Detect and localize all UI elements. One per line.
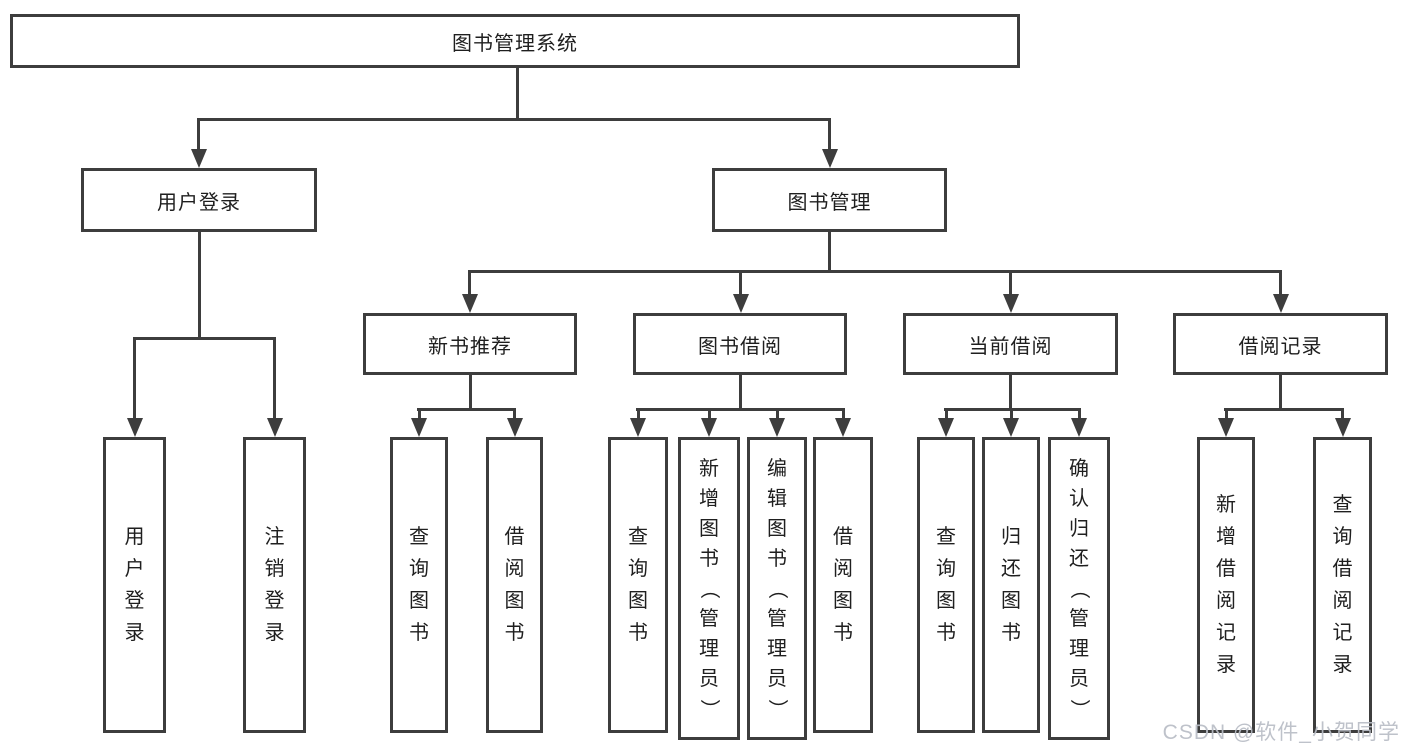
node-book-borrowing: 图书借阅 <box>633 313 847 375</box>
arrowhead-down-icon <box>822 149 838 168</box>
csdn-watermark: CSDN @软件_小贺同学 <box>1162 721 1400 744</box>
arrowhead-down-icon <box>507 418 523 437</box>
connector-line <box>1225 408 1228 423</box>
arrowhead-down-icon <box>191 149 207 168</box>
connector-line <box>739 270 742 298</box>
arrowhead-down-icon <box>701 418 717 437</box>
arrowhead-down-icon <box>769 418 785 437</box>
leaf-confirm-return-admin: 确认归还（管理员） <box>1048 437 1110 740</box>
connector-line <box>513 408 516 423</box>
connector-line <box>468 270 471 298</box>
leaf-user-login: 用户登录 <box>103 437 166 733</box>
arrowhead-down-icon <box>267 418 283 437</box>
arrowhead-down-icon <box>411 418 427 437</box>
leaf-query-books-current: 查询图书 <box>917 437 975 733</box>
connector-line <box>1009 375 1012 410</box>
leaf-borrow-books-recommend: 借阅图书 <box>486 437 543 733</box>
leaf-return-books: 归还图书 <box>982 437 1040 733</box>
leaf-add-borrow-record: 新增借阅记录 <box>1197 437 1255 733</box>
arrowhead-down-icon <box>733 294 749 313</box>
connector-line <box>469 375 472 410</box>
connector-line <box>1009 270 1012 298</box>
node-book-management: 图书管理 <box>712 168 947 232</box>
connector-line <box>1224 408 1344 411</box>
arrowhead-down-icon <box>835 418 851 437</box>
connector-line <box>1279 270 1282 298</box>
arrowhead-down-icon <box>938 418 954 437</box>
arrowhead-down-icon <box>1335 418 1351 437</box>
connector-line <box>198 232 201 340</box>
arrowhead-down-icon <box>127 418 143 437</box>
connector-line <box>739 375 742 410</box>
connector-line <box>637 408 640 423</box>
connector-line <box>842 408 845 423</box>
connector-line <box>1279 375 1282 410</box>
connector-line <box>273 337 276 422</box>
arrowhead-down-icon <box>1273 294 1289 313</box>
arrowhead-down-icon <box>1003 418 1019 437</box>
leaf-edit-books-admin: 编辑图书（管理员） <box>747 437 807 740</box>
connector-line <box>776 408 779 423</box>
connector-line <box>1078 408 1081 423</box>
leaf-add-books-admin: 新增图书（管理员） <box>678 437 740 740</box>
connector-line <box>133 337 276 340</box>
arrowhead-down-icon <box>1218 418 1234 437</box>
node-user-login: 用户登录 <box>81 168 317 232</box>
leaf-query-books-recommend: 查询图书 <box>390 437 448 733</box>
connector-line <box>197 118 200 154</box>
connector-line <box>468 270 1282 273</box>
node-borrow-records: 借阅记录 <box>1173 313 1388 375</box>
connector-line <box>516 68 519 120</box>
connector-line <box>945 408 948 423</box>
connector-line <box>418 408 421 423</box>
connector-line <box>417 408 516 411</box>
connector-line <box>636 408 845 411</box>
node-library-system: 图书管理系统 <box>10 14 1020 68</box>
connector-line <box>197 118 831 121</box>
leaf-query-books-borrowing: 查询图书 <box>608 437 668 733</box>
arrowhead-down-icon <box>630 418 646 437</box>
connector-line <box>133 337 136 422</box>
leaf-logout: 注销登录 <box>243 437 306 733</box>
connector-line <box>708 408 711 423</box>
connector-line <box>1010 408 1013 423</box>
leaf-query-borrow-record: 查询借阅记录 <box>1313 437 1372 733</box>
connector-line <box>828 232 831 272</box>
arrowhead-down-icon <box>1071 418 1087 437</box>
node-new-book-recommend: 新书推荐 <box>363 313 577 375</box>
arrowhead-down-icon <box>462 294 478 313</box>
connector-line <box>828 118 831 154</box>
node-current-borrowing: 当前借阅 <box>903 313 1118 375</box>
arrowhead-down-icon <box>1003 294 1019 313</box>
connector-line <box>1341 408 1344 423</box>
leaf-borrow-books: 借阅图书 <box>813 437 873 733</box>
